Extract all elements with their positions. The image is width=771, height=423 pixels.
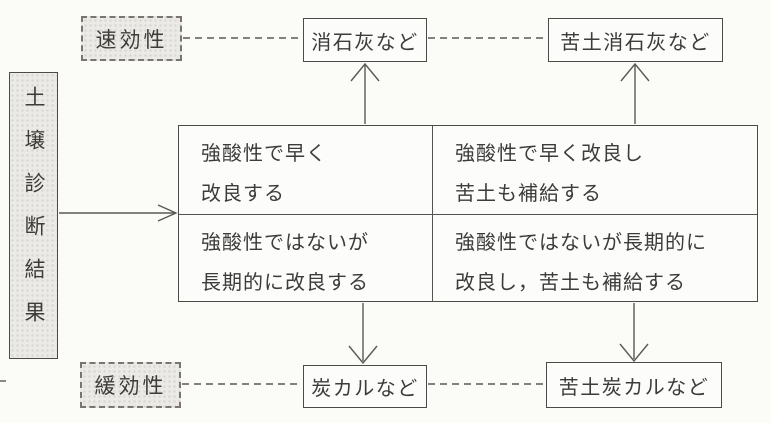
matrix-cell-strong-acid-fast-magnesia: 強酸性で早く改良し 苦土も補給する	[433, 126, 757, 215]
product-label-magnesia-slaked-lime: 苦土消石灰など	[560, 29, 711, 54]
product-box-slaked-lime: 消石灰など	[303, 18, 427, 62]
matrix-cell-not-strong-acid-longterm-magnesia: 強酸性ではないが長期的に 改良し，苦土も補給する	[433, 215, 757, 302]
product-label-magnesia-calcium-carbonate: 苦土炭カルなど	[558, 374, 710, 399]
product-box-magnesia-calcium-carbonate: 苦土炭カルなど	[546, 362, 722, 408]
matrix-cell-strong-acid-fast: 強酸性で早く 改良する	[179, 126, 433, 215]
matrix-cell-line: 改良し，苦土も補給する	[455, 270, 686, 294]
matrix-cell-line: 強酸性ではないが長期的に	[455, 230, 707, 254]
product-label-slaked-lime: 消石灰など	[311, 29, 419, 54]
matrix-cell-line: 強酸性で早く改良し	[455, 141, 644, 165]
source-box-label: 土壌診断結果	[22, 86, 46, 345]
arrow-up-magnesia-slaked-lime-head	[620, 62, 650, 82]
arrow-down-calcium-carbonate-head	[348, 345, 378, 365]
matrix-cell-line: 強酸性ではないが	[201, 230, 369, 254]
matrix-cell-line: 苦土も補給する	[455, 181, 602, 205]
arrow-down-magnesia-calcium-carbonate-head	[619, 343, 649, 363]
matrix-cell-line: 改良する	[201, 181, 285, 205]
matrix-cell-not-strong-acid-longterm: 強酸性ではないが 長期的に改良する	[179, 215, 433, 302]
product-box-magnesia-slaked-lime: 苦土消石灰など	[548, 18, 723, 62]
slow-acting-label-box: 緩効性	[80, 362, 181, 408]
fast-acting-label-box: 速効性	[81, 16, 182, 61]
fast-acting-label: 速効性	[95, 27, 168, 52]
product-label-calcium-carbonate: 炭カルなど	[311, 376, 419, 400]
matrix-cell-line: 強酸性で早く	[201, 141, 327, 165]
source-box-soil-diagnosis-result: 土壌診断結果	[9, 72, 58, 359]
slow-acting-label: 緩効性	[94, 374, 167, 398]
matrix-cell-line: 長期的に改良する	[201, 270, 369, 294]
product-box-calcium-carbonate: 炭カルなど	[303, 365, 427, 408]
arrow-up-slaked-lime-head	[350, 62, 380, 82]
decision-matrix-table: 強酸性で早く 改良する 強酸性で早く改良し 苦土も補給する 強酸性ではないが 長…	[178, 125, 758, 302]
arrow-source-to-matrix-head	[157, 204, 178, 222]
